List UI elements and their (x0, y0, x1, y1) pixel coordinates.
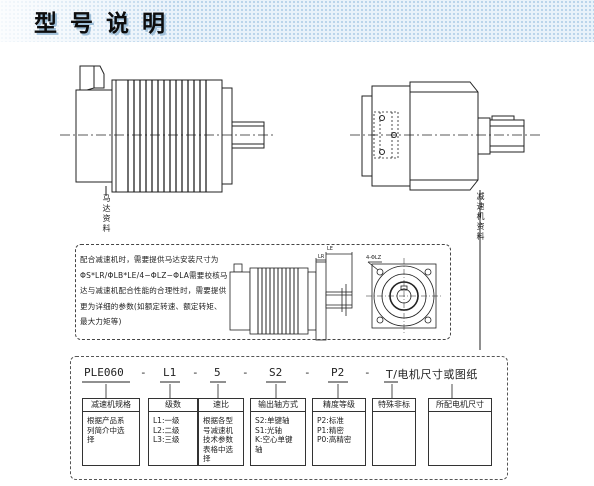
spec-box-body (429, 412, 491, 416)
spec-box-motor-size: 所配电机尺寸 (428, 398, 492, 466)
reducer-drawing (350, 81, 540, 191)
dim-lz-label: 4-ΦLZ (366, 255, 382, 261)
spec-box-title: 输出轴方式 (251, 399, 305, 412)
code-dash: - (304, 366, 311, 379)
motor-data-label: 马达资料 (102, 194, 111, 233)
spec-box-precision: 精度等级 P2:标准 P1:精密 P0:高精密 (312, 398, 366, 466)
note-box (75, 244, 451, 340)
spec-box-title: 特殊非标 (373, 399, 415, 412)
spec-box-body: L1:一级 L2:二级 L3:三级 (153, 416, 180, 444)
motor-drawing (60, 65, 276, 193)
code-segment-stage: L1 (163, 366, 177, 379)
spec-box-shaft: 输出轴方式 S2:单键轴 S1:光轴 K:空心单键 轴 (250, 398, 306, 466)
note-text: 配合减速机时，需要提供马达安装尺寸为ΦS*LR/ΦLB*LE/4−ΦLZ−ΦLA… (80, 255, 228, 326)
code-segment-precision: P2 (331, 366, 345, 379)
code-dash: - (242, 366, 249, 379)
spec-box-ratio: 速比 根据各型 号减速机 技术参数 表格中选 择 (198, 398, 244, 466)
code-segment-shaft: S2 (269, 366, 283, 379)
spec-box-title: 精度等级 (313, 399, 365, 412)
spec-box-special: 特殊非标 (372, 398, 416, 466)
dim-lr-label: LR (318, 254, 325, 260)
header-banner-fade (0, 0, 594, 42)
small-flange-drawing (366, 258, 442, 334)
page-title-shadow: 型号说明 (36, 13, 180, 39)
spec-box-body (373, 412, 415, 416)
code-segment-motor: T/电机尺寸或图纸 (386, 368, 478, 381)
page-title: 型号说明 (34, 11, 178, 37)
spec-box-title: 所配电机尺寸 (429, 399, 491, 412)
spec-box-body: S2:单键轴 S1:光轴 K:空心单键 轴 (255, 416, 293, 454)
spec-box-body: 根据产品系 列简介中选 择 (87, 416, 125, 444)
spec-box-body: P2:标准 P1:精密 P0:高精密 (317, 416, 352, 444)
spec-box-title: 减速机规格 (83, 399, 139, 412)
dim-le-label: LE (327, 246, 333, 252)
code-segment-series: PLE060 (84, 366, 124, 379)
spec-box-title: 速比 (199, 399, 243, 412)
model-code-box (70, 356, 508, 480)
code-dash: - (192, 366, 199, 379)
spec-box-series: 减速机规格 根据产品系 列简介中选 择 (82, 398, 140, 466)
reducer-data-label: 减速机资料 (476, 192, 485, 241)
spec-box-body: 根据各型 号减速机 技术参数 表格中选 择 (203, 416, 233, 463)
code-dash: - (364, 366, 371, 379)
code-dash: - (140, 366, 147, 379)
code-segment-ratio: 5 (214, 366, 221, 379)
spec-box-title: 级数 (149, 399, 197, 412)
spec-box-stage: 级数 L1:一级 L2:二级 L3:三级 (148, 398, 198, 466)
small-motor-drawing (229, 252, 353, 341)
